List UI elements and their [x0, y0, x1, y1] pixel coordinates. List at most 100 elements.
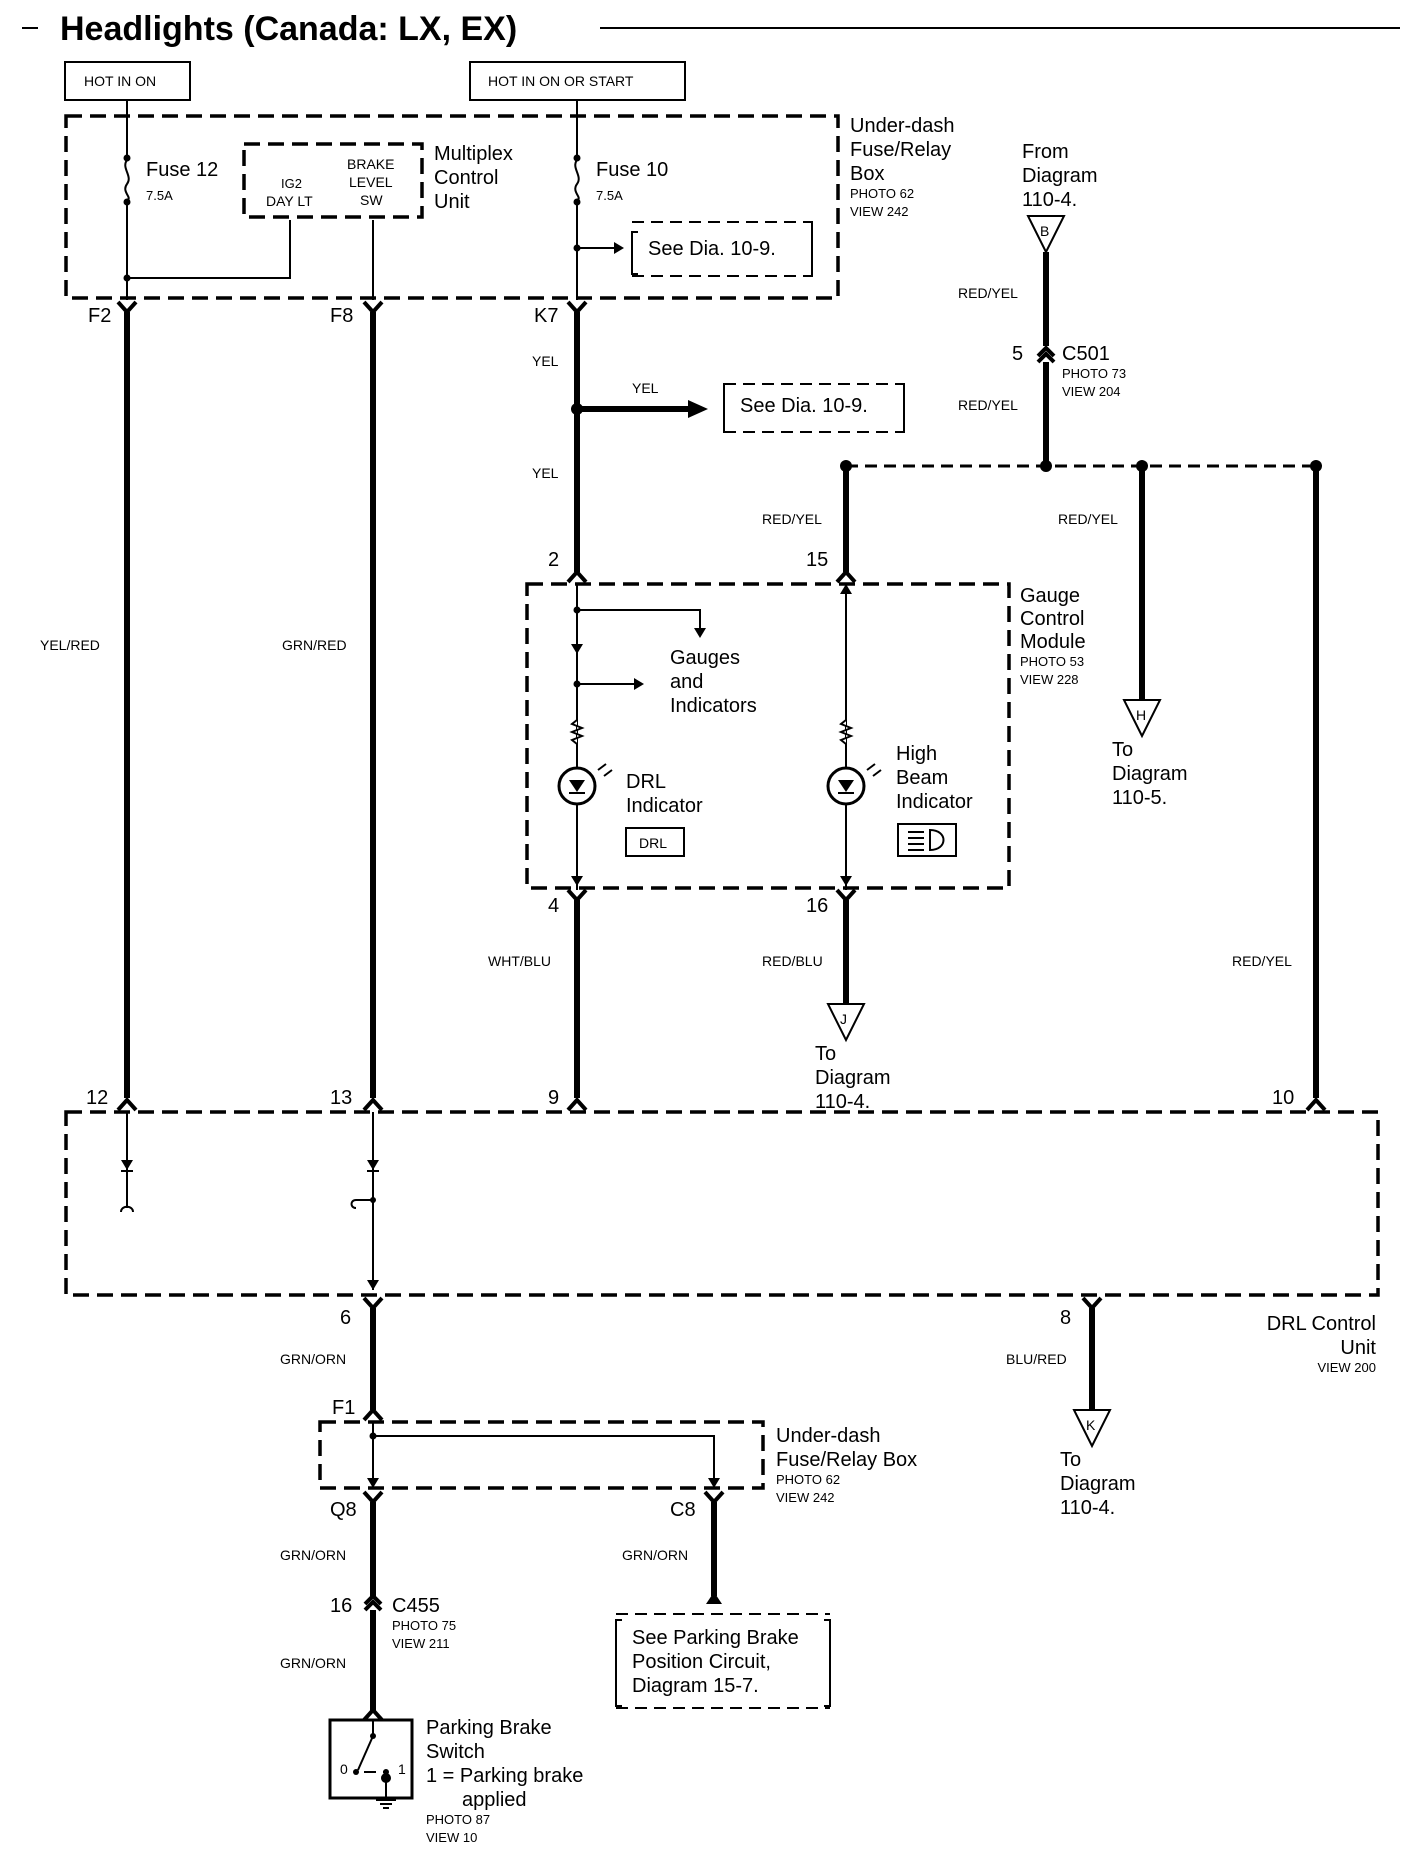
to-k-line1: To: [1060, 1449, 1081, 1471]
underdash-bottom-name-1: Under-dash: [776, 1425, 881, 1447]
gauge-diode-arrow: [571, 644, 583, 654]
drl-unit-name-2: Unit: [1340, 1337, 1376, 1359]
brake-label: BRAKE: [347, 156, 394, 172]
underdash-top-name-3: Box: [850, 163, 884, 185]
multiplex-name-3: Unit: [434, 191, 470, 213]
wire-label-yel-branch: YEL: [632, 380, 659, 396]
parking-switch-pos1: 1: [398, 1761, 406, 1777]
underdash-fuse-box-bottom: [318, 1420, 765, 1490]
underdash-top-name-1: Under-dash: [850, 115, 955, 137]
connector-d10: [1305, 1097, 1327, 1112]
hb-in-arrow: [840, 584, 852, 594]
level-label: LEVEL: [349, 174, 393, 190]
parking-switch-view: VIEW 10: [426, 1830, 477, 1845]
fuse12-rating: 7.5A: [146, 188, 173, 203]
wire-label-red-yel-gauge: RED/YEL: [762, 511, 822, 527]
c455-connector-bottom: [363, 1599, 383, 1612]
connector-d6: [362, 1296, 384, 1311]
terminal-d10: 10: [1272, 1087, 1294, 1109]
multiplex-control-unit-box: [242, 142, 424, 219]
drl-symbol-text: DRL: [639, 835, 667, 851]
see-dia-mid-bracket-right: [898, 383, 905, 433]
connector-d12: [116, 1097, 138, 1112]
fuse10-dot-top: [573, 154, 581, 162]
to-k-line3: 110-4.: [1060, 1497, 1115, 1519]
to-j-line1: To: [815, 1043, 836, 1065]
drl-internal-13-branch: [350, 1199, 373, 1209]
high-beam-icon-lamp: [929, 828, 945, 852]
gauge-branch-1: [577, 609, 701, 630]
wire-label-red-yel-b: RED/YEL: [958, 285, 1018, 301]
wire-label-wht-blu: WHT/BLU: [488, 953, 551, 969]
connector-f2: [116, 300, 138, 315]
hb-led-symbol: [838, 780, 854, 792]
high-beam-icon-rays: [908, 831, 924, 851]
underdash-bottom-name-2: Fuse/Relay Box: [776, 1449, 917, 1471]
gauges-label-1: Gauges: [670, 647, 740, 669]
terminal-g16: 16: [806, 895, 828, 917]
drl-internal-12-diode: [121, 1160, 133, 1170]
connector-k7: [566, 300, 588, 315]
gauge-name-3: Module: [1020, 631, 1086, 653]
bottom-box-down-arrow: [367, 1478, 379, 1488]
c501-connector-top: [1036, 345, 1056, 358]
gauge-name-2: Control: [1020, 608, 1084, 630]
parking-switch-desc-1: 1 = Parking brake: [426, 1765, 583, 1787]
day-lt-feed: [127, 220, 291, 279]
parking-ref-bracket-left: [615, 1619, 622, 1707]
terminal-g2: 2: [548, 549, 559, 571]
fuse10-branch-arrow: [614, 242, 624, 254]
connector-d8: [1081, 1296, 1103, 1311]
wire-label-yel-red: YEL/RED: [40, 637, 100, 653]
fuse12-symbol: [124, 159, 130, 201]
multiplex-name-1: Multiplex: [434, 143, 513, 165]
terminal-d6: 6: [340, 1307, 351, 1329]
underdash-bottom-view: VIEW 242: [776, 1490, 835, 1505]
drl-out-arrow: [571, 876, 583, 886]
drl-indicator-1: DRL: [626, 771, 666, 793]
from-diagram-b-flag: [1026, 215, 1066, 255]
connector-f8: [362, 300, 384, 315]
underdash-top-view: VIEW 242: [850, 204, 909, 219]
hb-indicator-2: Beam: [896, 767, 948, 789]
hot-in-on-or-start-box: [469, 61, 686, 101]
c501-view: VIEW 204: [1062, 384, 1121, 399]
see-dia-mid-bracket-left: [723, 383, 730, 433]
gauges-label-3: Indicators: [670, 695, 757, 717]
c455-pin: 16: [330, 1595, 352, 1617]
from-diagram-line1: From: [1022, 141, 1069, 163]
underdash-top-name-2: Fuse/Relay: [850, 139, 951, 161]
to-h-flag: [1122, 699, 1162, 739]
drl-symbol-box: [625, 827, 685, 857]
wire-label-red-yel-c501: RED/YEL: [958, 397, 1018, 413]
wire-label-red-yel-h: RED/YEL: [1058, 511, 1118, 527]
to-j-line2: Diagram: [815, 1067, 891, 1089]
parking-ref-line1: See Parking Brake: [632, 1627, 799, 1649]
terminal-f1: F1: [332, 1397, 355, 1419]
to-k-letter: K: [1086, 1417, 1096, 1433]
hot-in-on-label: HOT IN ON: [84, 73, 156, 89]
hb-out-arrow: [840, 876, 852, 886]
from-diagram-line3: 110-4.: [1022, 189, 1077, 211]
parking-switch-desc-2: applied: [462, 1789, 527, 1811]
yel-branch-arrow: [688, 400, 708, 418]
connector-g4: [566, 888, 588, 903]
c455-view: VIEW 211: [392, 1636, 450, 1651]
high-beam-icon: [897, 823, 957, 857]
hb-light-rays: [866, 763, 882, 777]
connector-q8: [362, 1490, 384, 1505]
c501-pin: 5: [1012, 343, 1023, 365]
drl-indicator-2: Indicator: [626, 795, 703, 817]
terminal-d12: 12: [86, 1087, 108, 1109]
c501-photo: PHOTO 73: [1062, 366, 1126, 381]
wire-label-red-yel-drl: RED/YEL: [1232, 953, 1292, 969]
fuse10-rating: 7.5A: [596, 188, 623, 203]
parking-ref-bracket-right: [824, 1619, 831, 1707]
hb-resistor: [838, 719, 854, 745]
connector-c8: [703, 1490, 725, 1505]
terminal-g15: 15: [806, 549, 828, 571]
bottom-box-branch: [373, 1435, 715, 1480]
gauge-control-module-box: [525, 582, 1011, 890]
to-h-line3: 110-5.: [1112, 787, 1167, 809]
c455-photo: PHOTO 75: [392, 1618, 456, 1633]
